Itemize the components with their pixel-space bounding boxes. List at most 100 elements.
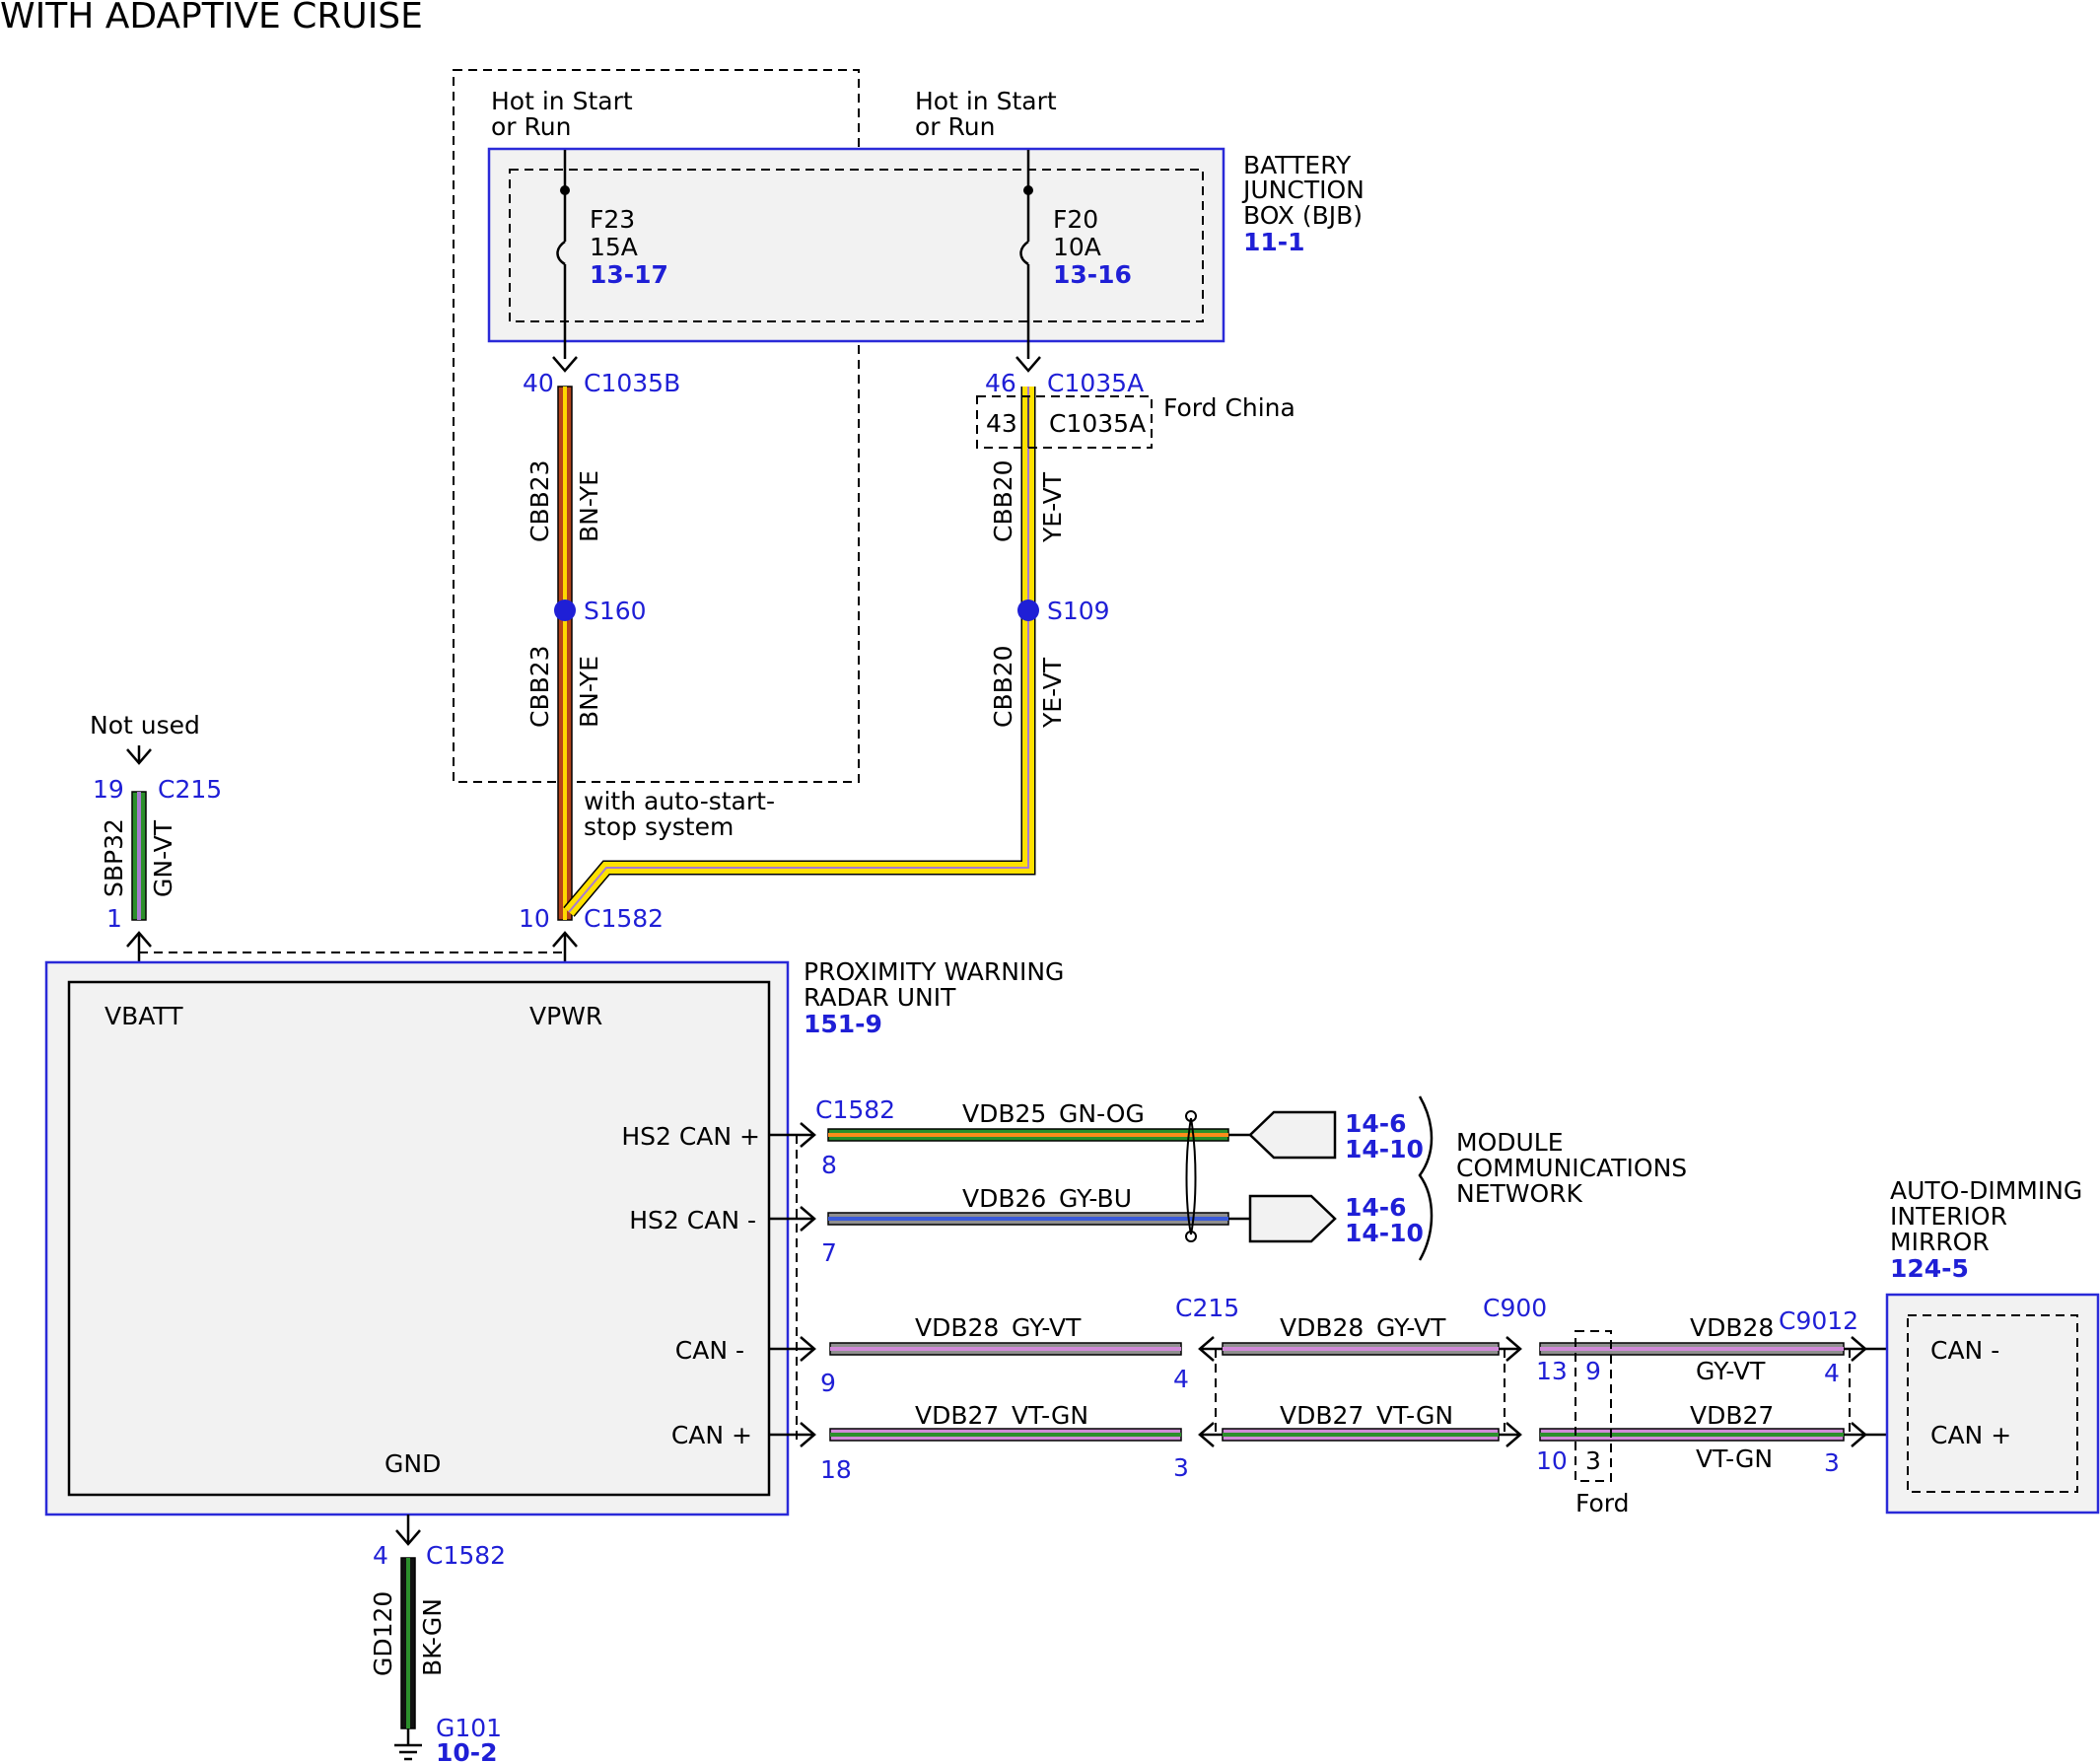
pin-19: 19 bbox=[93, 775, 124, 804]
vdb27-seg2-color: VT-GN bbox=[1376, 1401, 1453, 1430]
cbb20-color-lower: YE-VT bbox=[1038, 657, 1067, 729]
radar-pin-vbatt: VBATT bbox=[105, 1002, 183, 1030]
battery-junction-box: BATTERY JUNCTION BOX (BJB) 11-1 bbox=[487, 147, 1365, 343]
conn-c900: C900 bbox=[1483, 1294, 1547, 1322]
hs2p-ref-2[interactable]: 14-10 bbox=[1345, 1135, 1424, 1163]
wire-vdb28-seg1[interactable] bbox=[829, 1342, 1182, 1356]
mirror-pin-can-plus: CAN + bbox=[1930, 1421, 2011, 1449]
connector-c900-canp-icon bbox=[1505, 1422, 1522, 1447]
conn-c1035b: C1035B bbox=[584, 369, 680, 397]
vdb28-seg3-color: GY-VT bbox=[1696, 1357, 1766, 1385]
ford-note: Ford bbox=[1575, 1489, 1630, 1517]
conn-c9012: C9012 bbox=[1779, 1306, 1858, 1335]
fuse-right-hot-1: Hot in Start bbox=[915, 87, 1057, 115]
conn-c1035a: C1035A bbox=[1047, 369, 1144, 397]
option-region-auto-start-stop bbox=[453, 69, 860, 783]
gd120-code: GD120 bbox=[369, 1591, 397, 1676]
hs2m-ref-1[interactable]: 14-6 bbox=[1345, 1193, 1407, 1222]
network-pointer-hs2p-icon[interactable] bbox=[1248, 1110, 1337, 1160]
radar-pin-vpwr: VPWR bbox=[529, 1002, 602, 1030]
wire-vdb28-seg3[interactable] bbox=[1539, 1342, 1845, 1356]
wire-cbb20[interactable] bbox=[563, 387, 1036, 917]
fuse-right-ref[interactable]: 13-16 bbox=[1053, 260, 1132, 289]
pin-3-c215: 3 bbox=[1173, 1453, 1189, 1482]
fuse-right-hot-2: or Run bbox=[915, 112, 995, 141]
mirror-ref[interactable]: 124-5 bbox=[1890, 1254, 1969, 1283]
wire-vdb28-seg2[interactable] bbox=[1222, 1342, 1500, 1356]
wire-vdb27-seg2[interactable] bbox=[1222, 1428, 1500, 1442]
fuse-right-symbol bbox=[1019, 190, 1030, 359]
vdb28-seg2-code: VDB28 bbox=[1280, 1313, 1364, 1342]
alt-pin-43: 43 bbox=[986, 409, 1017, 438]
network-label-2: COMMUNICATIONS bbox=[1456, 1154, 1687, 1182]
pin-1: 1 bbox=[106, 904, 122, 933]
pin-10: 10 bbox=[519, 904, 550, 933]
network-pointer-hs2m-icon[interactable] bbox=[1248, 1194, 1337, 1243]
gd120-color: BK-GN bbox=[418, 1598, 447, 1676]
pin-3-alt: 3 bbox=[1585, 1446, 1601, 1475]
hs2p-ref-1[interactable]: 14-6 bbox=[1345, 1109, 1407, 1138]
fuse-right-rating: 10A bbox=[1053, 233, 1101, 261]
radar-pin-can-minus: CAN - bbox=[675, 1336, 744, 1365]
cbb23-color-upper: BN-YE bbox=[575, 470, 603, 542]
conn-c215-vbatt: C215 bbox=[158, 775, 222, 804]
wire-vdb26[interactable] bbox=[827, 1212, 1229, 1226]
vdb28-seg1-color: GY-VT bbox=[1012, 1313, 1082, 1342]
pin-7: 7 bbox=[821, 1238, 837, 1267]
mirror-label-2: INTERIOR bbox=[1890, 1202, 2007, 1231]
alt-conn-c1035a: C1035A bbox=[1049, 409, 1146, 438]
network-label-1: MODULE bbox=[1456, 1128, 1564, 1157]
vdb27-seg3-color: VT-GN bbox=[1696, 1445, 1773, 1473]
vdb26-color: GY-BU bbox=[1059, 1184, 1132, 1213]
radar-pin-hs2-can-plus: HS2 CAN + bbox=[621, 1122, 760, 1151]
splice-s109 bbox=[1017, 599, 1039, 621]
bjb-label-3: BOX (BJB) bbox=[1243, 201, 1363, 230]
hs2m-ref-2[interactable]: 14-10 bbox=[1345, 1219, 1424, 1247]
conn-c1582-vpwr: C1582 bbox=[584, 904, 664, 933]
wire-vdb25[interactable] bbox=[827, 1128, 1229, 1142]
pin-4-c215: 4 bbox=[1173, 1365, 1189, 1393]
not-used-note: Not used bbox=[90, 711, 200, 740]
connector-c9012-canm-icon bbox=[1851, 1336, 1867, 1362]
bjb-inner-dashed bbox=[509, 169, 1204, 322]
conn-c215-can: C215 bbox=[1175, 1294, 1239, 1322]
wire-gd120[interactable] bbox=[400, 1557, 416, 1729]
pin-3-c9012: 3 bbox=[1824, 1448, 1840, 1477]
bjb-ref[interactable]: 11-1 bbox=[1243, 228, 1305, 256]
wire-sbp32[interactable] bbox=[131, 791, 147, 921]
vdb27-seg1-color: VT-GN bbox=[1012, 1401, 1088, 1430]
wire-vdb27-seg3[interactable] bbox=[1539, 1428, 1845, 1442]
mirror-label-1: AUTO-DIMMING bbox=[1890, 1176, 2082, 1205]
vdb25-code: VDB25 bbox=[962, 1099, 1046, 1128]
mirror-pin-can-minus: CAN - bbox=[1930, 1336, 1999, 1365]
vdb27-seg2-code: VDB27 bbox=[1280, 1401, 1364, 1430]
vdb28-seg2-color: GY-VT bbox=[1376, 1313, 1446, 1342]
vdb28-seg3-code: VDB28 bbox=[1690, 1313, 1774, 1342]
pin-18: 18 bbox=[820, 1455, 852, 1484]
pin-8: 8 bbox=[821, 1151, 837, 1179]
connector-c1035a-icon bbox=[1015, 356, 1041, 373]
radar-inner-box bbox=[67, 980, 771, 1497]
radar-label-1: PROXIMITY WARNING bbox=[804, 957, 1064, 986]
option-label-2: stop system bbox=[584, 812, 734, 841]
bjb-label-2: JUNCTION bbox=[1241, 176, 1365, 204]
connector-c9012-canp-icon bbox=[1851, 1422, 1867, 1447]
cbb20-code-upper: CBB20 bbox=[989, 459, 1017, 542]
wire-cbb23[interactable] bbox=[557, 386, 573, 921]
wire-vdb27-seg1[interactable] bbox=[829, 1428, 1182, 1442]
radar-label-2: RADAR UNIT bbox=[804, 983, 956, 1012]
pin-40: 40 bbox=[523, 369, 554, 397]
ground-ref[interactable]: 10-2 bbox=[436, 1738, 498, 1762]
pin-9: 9 bbox=[820, 1369, 836, 1397]
pin-9-alt: 9 bbox=[1585, 1357, 1601, 1385]
connector-c1035b-icon bbox=[552, 356, 578, 373]
vdb26-code: VDB26 bbox=[962, 1184, 1046, 1213]
connector-c1582-gnd-icon bbox=[395, 1529, 421, 1546]
bjb-box bbox=[487, 147, 1225, 343]
radar-pin-can-plus: CAN + bbox=[671, 1421, 752, 1449]
option-label-1: with auto-start- bbox=[584, 787, 775, 815]
fuse-left-ref[interactable]: 13-17 bbox=[590, 260, 668, 289]
network-label-3: NETWORK bbox=[1456, 1179, 1583, 1208]
radar-ref[interactable]: 151-9 bbox=[804, 1010, 882, 1038]
fuse-left-rating: 15A bbox=[590, 233, 638, 261]
